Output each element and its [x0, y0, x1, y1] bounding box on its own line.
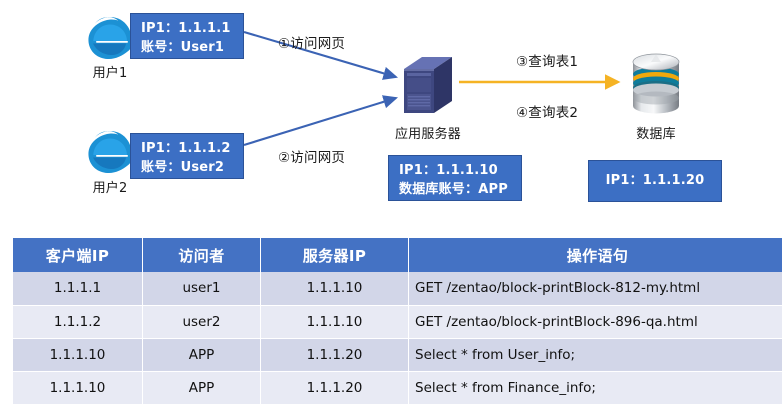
table-row: 1.1.1.1 user1 1.1.1.10 GET /zentao/block…	[13, 272, 782, 306]
column-header-server-ip: 服务器IP	[260, 238, 409, 272]
cell-visitor: APP	[142, 338, 261, 372]
database-info-box: IP1：1.1.1.20	[588, 160, 722, 202]
cell-visitor: user1	[142, 272, 261, 306]
client1-info-box: IP1：1.1.1.1 账号：User1	[130, 13, 244, 59]
cell-client-ip: 1.1.1.10	[13, 371, 143, 405]
database-cylinder-icon	[628, 50, 684, 118]
client2-info-box: IP1：1.1.1.2 账号：User2	[130, 133, 244, 179]
access-log-table: 客户端IP 访问者 服务器IP 操作语句 1.1.1.1 user1 1.1.1…	[13, 238, 782, 405]
app-server-info-box: IP1：1.1.1.10 数据库账号：APP	[388, 155, 522, 201]
column-header-client-ip: 客户端IP	[13, 238, 143, 272]
table-row: 1.1.1.2 user2 1.1.1.10 GET /zentao/block…	[13, 305, 782, 339]
cell-server-ip: 1.1.1.10	[260, 305, 409, 339]
flow-label-4: ④查询表2	[516, 105, 579, 121]
cell-statement: Select * from User_info;	[408, 338, 782, 372]
flow-label-3: ③查询表1	[516, 54, 579, 70]
app-server-caption: 应用服务器	[394, 127, 461, 142]
cell-server-ip: 1.1.1.20	[260, 338, 409, 372]
server-tower-icon	[396, 53, 458, 118]
client2-caption: 用户2	[92, 181, 128, 196]
internet-explorer-icon	[82, 12, 138, 62]
flow-label-2: ②访问网页	[278, 150, 346, 166]
table-row: 1.1.1.10 APP 1.1.1.20 Select * from Fina…	[13, 371, 782, 405]
arrow-client2-to-server	[243, 95, 399, 147]
client1-caption: 用户1	[92, 66, 128, 81]
cell-server-ip: 1.1.1.20	[260, 371, 409, 405]
internet-explorer-icon	[82, 126, 138, 176]
table-header-row: 客户端IP 访问者 服务器IP 操作语句	[13, 238, 782, 272]
cell-visitor: APP	[142, 371, 261, 405]
database-caption: 数据库	[636, 127, 676, 142]
cell-statement: Select * from Finance_info;	[408, 371, 782, 405]
column-header-visitor: 访问者	[142, 238, 261, 272]
flow-label-1: ①访问网页	[278, 36, 346, 52]
cell-client-ip: 1.1.1.10	[13, 338, 143, 372]
column-header-statement: 操作语句	[408, 238, 782, 272]
cell-statement: GET /zentao/block-printBlock-896-qa.html	[408, 305, 782, 339]
cell-client-ip: 1.1.1.1	[13, 272, 143, 306]
table-row: 1.1.1.10 APP 1.1.1.20 Select * from User…	[13, 338, 782, 372]
cell-statement: GET /zentao/block-printBlock-812-my.html	[408, 272, 782, 306]
cell-client-ip: 1.1.1.2	[13, 305, 143, 339]
cell-server-ip: 1.1.1.10	[260, 272, 409, 306]
cell-visitor: user2	[142, 305, 261, 339]
architecture-diagram: 用户1 IP1：1.1.1.1 账号：User1 用户2 IP1：1.1.1.2…	[82, 12, 722, 202]
